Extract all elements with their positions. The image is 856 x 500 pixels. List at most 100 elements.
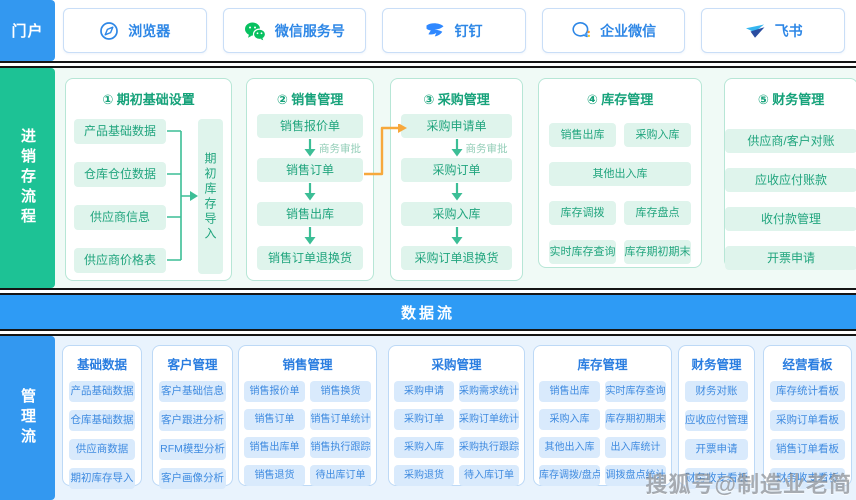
mgmt-item: 财务收支看板 bbox=[770, 468, 845, 489]
card-title: 采购管理 bbox=[431, 358, 482, 372]
flow-item: 仓库仓位数据 bbox=[74, 162, 166, 187]
management-section-label: 管理流 bbox=[19, 388, 36, 448]
process-section-tab: 进销存流程 bbox=[0, 68, 55, 288]
portal-card-label: 浏览器 bbox=[128, 22, 171, 39]
mgmt-item: 销售订单 bbox=[244, 409, 305, 430]
mgmt-item: 库存调拨/盘点 bbox=[539, 465, 600, 486]
flow-arrow-row bbox=[257, 182, 363, 202]
mgmt-item: 实时库存查询 bbox=[605, 381, 666, 402]
down-arrow-icon bbox=[451, 227, 462, 245]
divider-dataflow-top bbox=[0, 288, 856, 295]
portal-card-label: 企业微信 bbox=[600, 22, 657, 39]
flow-item: 销售订单退换货 bbox=[257, 246, 363, 270]
flow-arrow-row bbox=[401, 226, 512, 246]
mgmt-item: 出入库统计 bbox=[605, 437, 666, 458]
mgmt-card-dashboard: 经营看板 库存统计看板 采购订单看板 销售订单看板 财务收支看板 bbox=[763, 345, 852, 489]
down-arrow-icon bbox=[304, 183, 316, 201]
flow-item: 库存调拨 bbox=[549, 201, 616, 225]
divider-dataflow-bottom bbox=[0, 329, 856, 336]
portal-card-feishu: 飞书 bbox=[701, 8, 845, 53]
flow-item: 销售出库 bbox=[549, 123, 616, 147]
flow-item: 销售出库 bbox=[257, 202, 363, 226]
mgmt-item: 客户画像分析 bbox=[159, 468, 226, 489]
mgmt-item: 仓库基础数据 bbox=[69, 410, 135, 431]
wecom-icon bbox=[571, 21, 591, 41]
mgmt-item: 应收应付管理 bbox=[685, 410, 748, 431]
mgmt-item: 采购订单统计 bbox=[459, 409, 519, 430]
portal-card-label: 飞书 bbox=[774, 22, 803, 39]
down-arrow-icon bbox=[304, 139, 316, 157]
flow-item: 采购入库 bbox=[624, 123, 691, 147]
dingtalk-icon bbox=[425, 21, 445, 41]
bracket-connector bbox=[167, 130, 198, 261]
down-arrow-icon bbox=[451, 139, 462, 157]
mgmt-card-basic-data: 基础数据 产品基础数据 仓库基础数据 供应商数据 期初库存导入 bbox=[62, 345, 142, 489]
mgmt-item: 库存期初期末 bbox=[605, 409, 666, 430]
mgmt-item: 销售订单统计 bbox=[310, 409, 371, 430]
flow-item: 销售报价单 bbox=[257, 114, 363, 138]
mgmt-item: 销售执行跟踪 bbox=[310, 437, 371, 458]
mgmt-item: 客户跟进分析 bbox=[159, 410, 226, 431]
flow-item: 采购申请单 bbox=[401, 114, 512, 138]
flow-item: 采购订单退换货 bbox=[401, 246, 512, 270]
watermark: 搜狐号@制造业老简 bbox=[645, 472, 852, 497]
down-arrow-icon bbox=[451, 183, 462, 201]
flow-item: 供应商信息 bbox=[74, 205, 166, 230]
mgmt-item: 其他出入库 bbox=[539, 437, 600, 458]
mgmt-item: 采购申请 bbox=[394, 381, 454, 402]
portal-tab-label: 门户 bbox=[11, 23, 44, 40]
portal-card-label: 钉钉 bbox=[454, 22, 483, 39]
flow-item: 销售订单 bbox=[257, 158, 363, 182]
process-section: 进销存流程 ① 期初基础设置 产品基础数据 仓库仓位数据 供应商信息 供应商价格… bbox=[0, 68, 856, 288]
process-card-sales: ② 销售管理 销售报价单 商务审批 销售订单 销售出库 销售订单退换货 bbox=[246, 78, 374, 281]
mgmt-item: RFM模型分析 bbox=[159, 439, 226, 460]
portal-row: 门户 浏览器 微信服务号 钉钉 企业微信 bbox=[0, 0, 856, 61]
approval-label: 商务审批 bbox=[465, 143, 508, 155]
mgmt-item: 销售报价单 bbox=[244, 381, 305, 402]
card-title: 经营看板 bbox=[782, 358, 833, 372]
flow-item: 实时库存查询 bbox=[549, 240, 616, 264]
card-title: 基础数据 bbox=[76, 358, 127, 372]
management-section-tab: 管理流 bbox=[0, 336, 55, 500]
flow-item: 库存盘点 bbox=[624, 201, 691, 225]
browser-icon bbox=[99, 21, 119, 41]
flow-item: 开票申请 bbox=[725, 246, 856, 270]
portal-card-wecom: 企业微信 bbox=[541, 8, 686, 53]
card-title: ④ 库存管理 bbox=[586, 92, 654, 107]
mgmt-item: 采购执行跟踪 bbox=[459, 437, 519, 458]
mgmt-card-customer: 客户管理 客户基础信息 客户跟进分析 RFM模型分析 客户画像分析 bbox=[152, 345, 233, 489]
card-title: 销售管理 bbox=[282, 358, 333, 372]
approval-label: 商务审批 bbox=[319, 143, 361, 155]
mgmt-item: 期初库存导入 bbox=[69, 468, 135, 489]
mgmt-item: 财务收支看板 bbox=[685, 468, 748, 489]
mgmt-item: 销售出库单 bbox=[244, 437, 305, 458]
mgmt-item: 供应商数据 bbox=[69, 439, 135, 460]
flow-arrow-row: 商务审批 bbox=[401, 138, 512, 158]
mgmt-item: 调拨盘点统计 bbox=[605, 465, 666, 486]
mgmt-card-sales: 销售管理 销售报价单 销售换货 销售订单 销售订单统计 销售出库单 销售执行跟踪… bbox=[238, 345, 377, 486]
process-section-label: 进销存流程 bbox=[19, 128, 36, 228]
mgmt-item: 采购需求统计 bbox=[459, 381, 519, 402]
mgmt-item: 销售订单看板 bbox=[770, 439, 845, 460]
card-title: ③ 采购管理 bbox=[423, 92, 490, 107]
mgmt-card-purchase: 采购管理 采购申请 采购需求统计 采购订单 采购订单统计 采购入库 采购执行跟踪… bbox=[388, 345, 525, 486]
portal-card-label: 微信服务号 bbox=[274, 22, 345, 39]
flow-arrow-row: 商务审批 bbox=[257, 138, 363, 158]
mgmt-item: 销售出库 bbox=[539, 381, 600, 402]
card-title: ② 销售管理 bbox=[276, 92, 344, 107]
flow-item: 库存期初期末 bbox=[624, 240, 691, 264]
mgmt-item: 采购订单 bbox=[394, 409, 454, 430]
flow-item: 产品基础数据 bbox=[74, 119, 166, 144]
mgmt-item: 待入库订单 bbox=[459, 465, 519, 486]
card-title: 客户管理 bbox=[167, 358, 218, 372]
mgmt-item: 待出库订单 bbox=[310, 465, 371, 486]
portal-card-wechat: 微信服务号 bbox=[222, 8, 367, 53]
process-card-finance: ⑤ 财务管理 供应商/客户对账 应收应付账款 收付款管理 开票申请 bbox=[724, 78, 856, 270]
mgmt-card-inventory: 库存管理 销售出库 实时库存查询 采购入库 库存期初期末 其他出入库 出入库统计… bbox=[533, 345, 672, 486]
card-title: ① 期初基础设置 bbox=[102, 92, 195, 107]
portal-card-browser: 浏览器 bbox=[63, 8, 207, 53]
initial-import-box: 期初库存导入 bbox=[198, 119, 223, 274]
dataflow-label: 数据流 bbox=[400, 304, 455, 322]
flow-item: 供应商价格表 bbox=[74, 248, 166, 273]
mgmt-item: 采购订单看板 bbox=[770, 410, 845, 431]
